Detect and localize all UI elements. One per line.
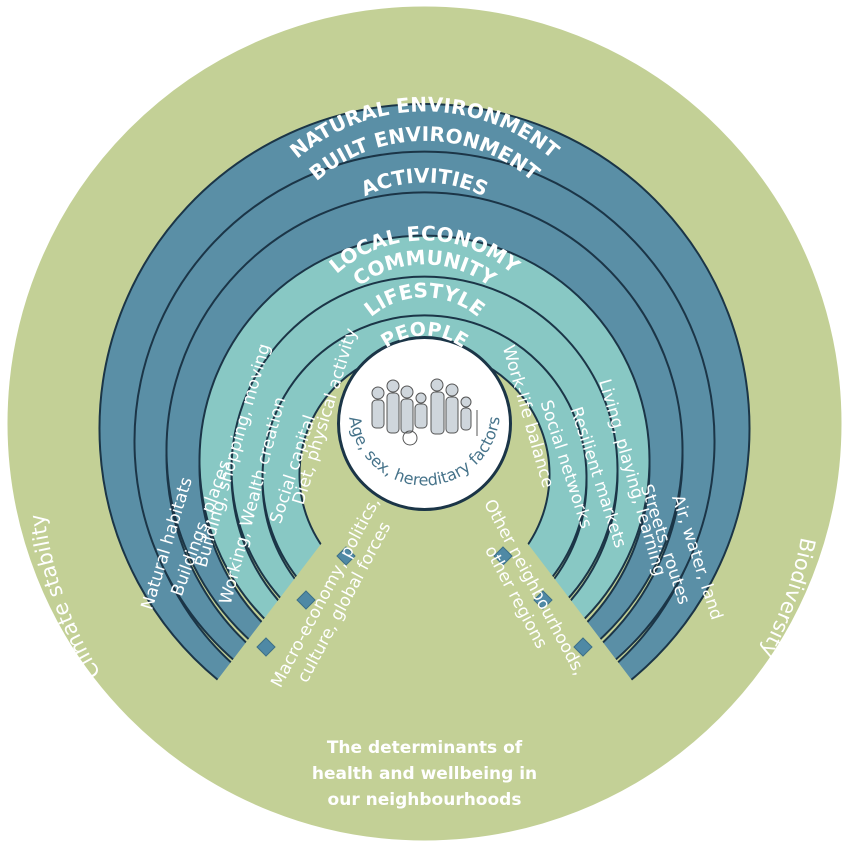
diamond-icon [533,590,553,610]
diamond-icon [493,546,513,566]
diamond-icon [296,590,316,610]
diamond-icon [256,637,276,657]
people-group-icon [371,378,478,446]
caption-line-3: our neighbourhoods [328,790,522,810]
connector-markers [256,546,593,657]
caption-line-2: health and wellbeing in [312,764,537,784]
diamond-icon [573,637,593,657]
caption-line-1: The determinants of [327,738,523,758]
influence-wedge [215,485,634,683]
diamond-icon [336,546,356,566]
diagram-caption: The determinants of health and wellbeing… [312,738,537,810]
